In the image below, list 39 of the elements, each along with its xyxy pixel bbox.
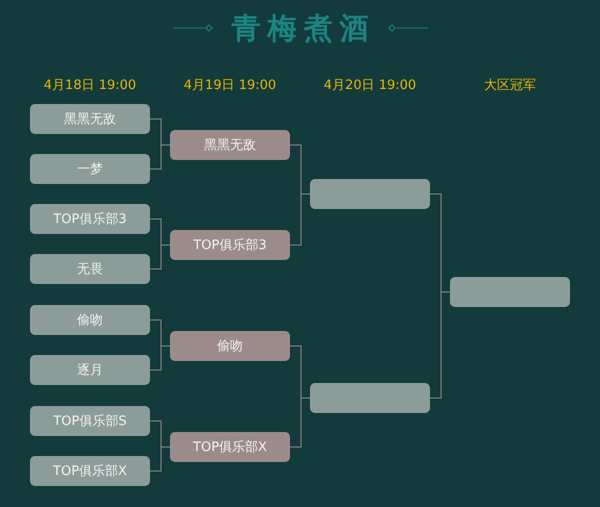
team-name: 黑黑无敌 bbox=[204, 138, 256, 152]
bracket-connector bbox=[150, 346, 170, 370]
column-header: 4月20日 19:00 bbox=[322, 78, 418, 94]
bracket-connector bbox=[290, 398, 310, 448]
team-box bbox=[30, 204, 150, 234]
team-name: TOP俱乐部3 bbox=[53, 212, 127, 226]
team-name: TOP俱乐部S bbox=[53, 414, 127, 428]
winner-box bbox=[170, 230, 290, 260]
team-name: TOP俱乐部X bbox=[53, 464, 127, 478]
team-name: 偷吻 bbox=[77, 314, 103, 326]
bracket-connector bbox=[150, 144, 170, 170]
team-name: 黑黑无敌 bbox=[64, 112, 116, 126]
empty-slot-box bbox=[450, 277, 570, 307]
column-header: 大区冠军 bbox=[483, 78, 537, 94]
team-name: 无畏 bbox=[77, 262, 103, 276]
team-name: 一梦 bbox=[77, 162, 103, 176]
bracket-connector bbox=[150, 446, 170, 472]
team-name: TOP俱乐部3 bbox=[193, 238, 267, 252]
title: 青梅煮酒 bbox=[230, 10, 376, 47]
column-header: 4月18日 19:00 bbox=[42, 78, 138, 94]
team-name: 逐月 bbox=[77, 364, 103, 376]
team-name: 偷吻 bbox=[217, 340, 243, 352]
team-box bbox=[30, 305, 150, 335]
team-box bbox=[30, 355, 150, 385]
column-header: 4月19日 19:00 bbox=[182, 78, 278, 94]
bracket-connector bbox=[150, 244, 170, 270]
empty-slot-box bbox=[310, 383, 430, 413]
team-box bbox=[30, 104, 150, 134]
team-box bbox=[30, 154, 150, 184]
bracket-connector bbox=[430, 292, 450, 398]
team-box bbox=[30, 254, 150, 284]
team-name: TOP俱乐部X bbox=[193, 440, 267, 454]
empty-slot-box bbox=[310, 179, 430, 209]
winner-box bbox=[170, 130, 290, 160]
winner-box bbox=[170, 432, 290, 462]
bracket-connector bbox=[290, 194, 310, 246]
team-box bbox=[30, 456, 150, 486]
team-box bbox=[30, 406, 150, 436]
winner-box bbox=[170, 331, 290, 361]
